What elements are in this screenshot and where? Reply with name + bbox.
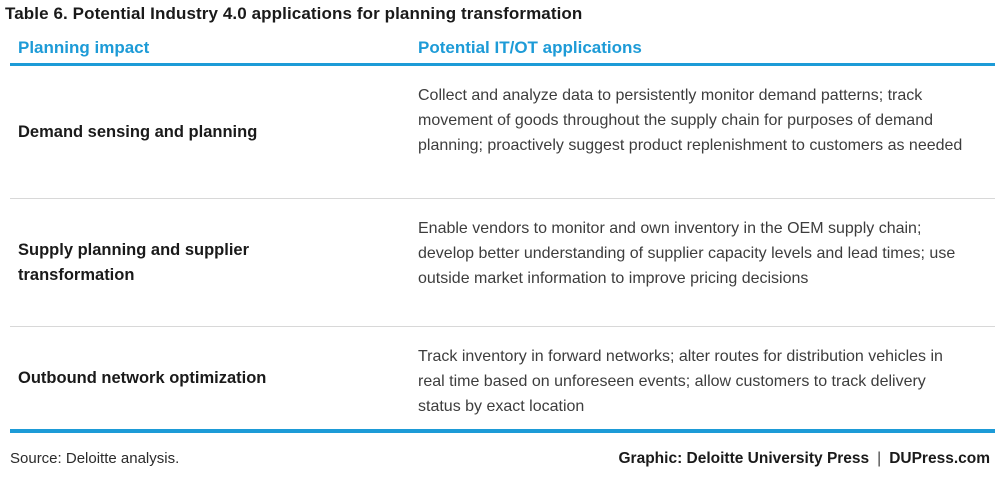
- credit-text: Graphic: Deloitte University Press: [618, 450, 870, 467]
- column-header-potential-applications: Potential IT/OT applications: [418, 38, 642, 57]
- table-bottom-rule: [10, 429, 995, 433]
- table-title: Table 6. Potential Industry 4.0 applicat…: [5, 4, 583, 23]
- applications-text: Collect and analyze data to persistently…: [418, 87, 963, 154]
- figure-footer: Source: Deloitte analysis. Graphic: Delo…: [10, 450, 990, 468]
- graphic-credit: Graphic: Deloitte University Press | DUPre…: [619, 450, 991, 468]
- column-header-planning-impact: Planning impact: [18, 38, 150, 57]
- table-row: Demand sensing and planning Collect and …: [10, 66, 995, 198]
- dupress-site-text: DUPress.com: [889, 450, 990, 467]
- planning-transformation-table: Planning impact Potential IT/OT applicat…: [10, 38, 995, 429]
- applications-text: Enable vendors to monitor and own invent…: [418, 220, 956, 287]
- impact-label: Demand sensing and planning: [18, 122, 258, 141]
- impact-label: Outbound network optimization: [18, 368, 267, 387]
- impact-label: Supply planning and supplier transformat…: [18, 240, 250, 284]
- table-row: Outbound network optimization Track inve…: [10, 326, 995, 429]
- credit-separator: |: [877, 450, 882, 467]
- applications-text: Track inventory in forward networks; alt…: [418, 348, 943, 415]
- source-note: Source: Deloitte analysis.: [10, 450, 180, 467]
- table-row: Supply planning and supplier transformat…: [10, 198, 995, 326]
- table-header-row: Planning impact Potential IT/OT applicat…: [10, 38, 995, 66]
